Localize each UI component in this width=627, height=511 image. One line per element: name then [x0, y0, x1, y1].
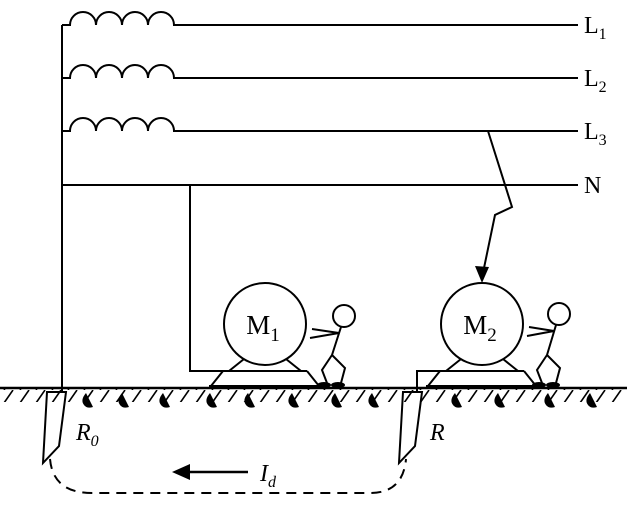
motor-m2-label: M2 [463, 310, 497, 346]
person-1 [309, 304, 356, 388]
motor-m2-mount [426, 358, 538, 387]
person-2 [526, 302, 571, 388]
earthing-conductor-m2 [416, 370, 440, 392]
person-2-foot [532, 382, 546, 388]
motor-m1-label: M1 [246, 310, 280, 346]
label-l1: L1 [584, 13, 607, 43]
person-2-foot [546, 382, 560, 388]
pe-conductor-m1 [189, 185, 223, 372]
label-r: R [429, 420, 445, 446]
current-arrow-head-icon [172, 464, 190, 480]
person-1-foot [317, 382, 331, 388]
person-2-body [526, 324, 562, 384]
label-r0: R0 [75, 420, 99, 450]
fault-zigzag [483, 130, 514, 269]
label-l3: L3 [584, 119, 607, 149]
electrode-r [397, 391, 424, 466]
label-n: N [584, 173, 601, 199]
person-1-body [309, 326, 347, 384]
motor-m1-mount [209, 358, 321, 387]
motor-m1: M1 [209, 282, 321, 387]
fault-current-path [49, 458, 407, 494]
label-l2: L2 [584, 66, 607, 96]
motor-m2: M2 [426, 282, 538, 387]
motor-m1-body [223, 282, 307, 366]
person-2-head [547, 302, 571, 326]
person-1-foot [331, 382, 345, 388]
winding-coil-l1 [62, 11, 578, 26]
winding-coil-l3 [62, 117, 578, 132]
electrode-r0 [41, 391, 68, 466]
label-id: Id [259, 461, 277, 491]
ground-hatching [0, 389, 627, 402]
person-1-head [332, 304, 356, 328]
fault-arrow-head-icon [475, 266, 489, 283]
winding-coil-l2 [62, 64, 578, 79]
